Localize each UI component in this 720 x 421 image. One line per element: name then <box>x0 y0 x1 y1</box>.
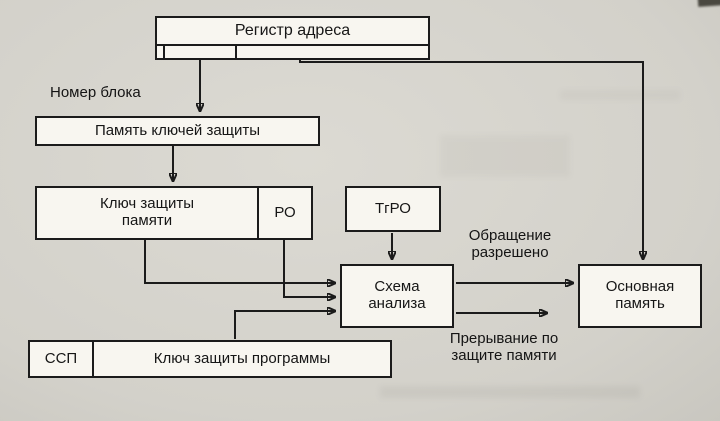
register-field-band <box>155 44 430 60</box>
register-field-divider <box>163 46 165 58</box>
access-allowed-label: Обращение разрешено <box>468 227 552 261</box>
program-protection-key-group: ССП Ключ защиты программы <box>28 340 392 378</box>
memory-protection-key-group: Ключ защиты памяти РО <box>35 186 313 240</box>
protection-keys-memory-label: Память ключей защиты <box>94 121 261 139</box>
ssp-box: ССП <box>30 342 94 376</box>
register-field-divider <box>235 46 237 58</box>
tgro-box: ТгРО <box>345 186 441 232</box>
ro-box: РО <box>259 188 311 238</box>
program-protection-key-box: Ключ защиты программы <box>94 342 390 376</box>
arrow-register-to-main-memory <box>299 60 643 259</box>
block-number-label: Номер блока <box>50 84 141 101</box>
protection-keys-memory-box: Память ключей защиты <box>35 116 320 146</box>
arrow-ro-to-analysis <box>283 240 335 297</box>
main-memory-label: Основная память <box>605 278 675 312</box>
memory-protect-interrupt-label: Прерывание по защите памяти <box>449 330 559 364</box>
analysis-scheme-label: Схема анализа <box>368 278 426 312</box>
memory-protection-key-label: Ключ защиты памяти <box>100 195 194 229</box>
memory-protection-key-box: Ключ защиты памяти <box>37 188 259 238</box>
tgro-label: ТгРО <box>375 199 411 217</box>
main-memory-box: Основная память <box>578 264 702 328</box>
program-protection-key-label: Ключ защиты программы <box>153 349 331 367</box>
address-register-box: Регистр адреса <box>155 16 430 46</box>
analysis-scheme-box: Схема анализа <box>340 264 454 328</box>
arrow-program-key-to-analysis <box>234 311 335 339</box>
address-register-label: Регистр адреса <box>234 22 351 40</box>
ro-label: РО <box>274 203 296 221</box>
arrow-memory-key-to-analysis <box>144 240 335 283</box>
ssp-label: ССП <box>44 349 78 367</box>
